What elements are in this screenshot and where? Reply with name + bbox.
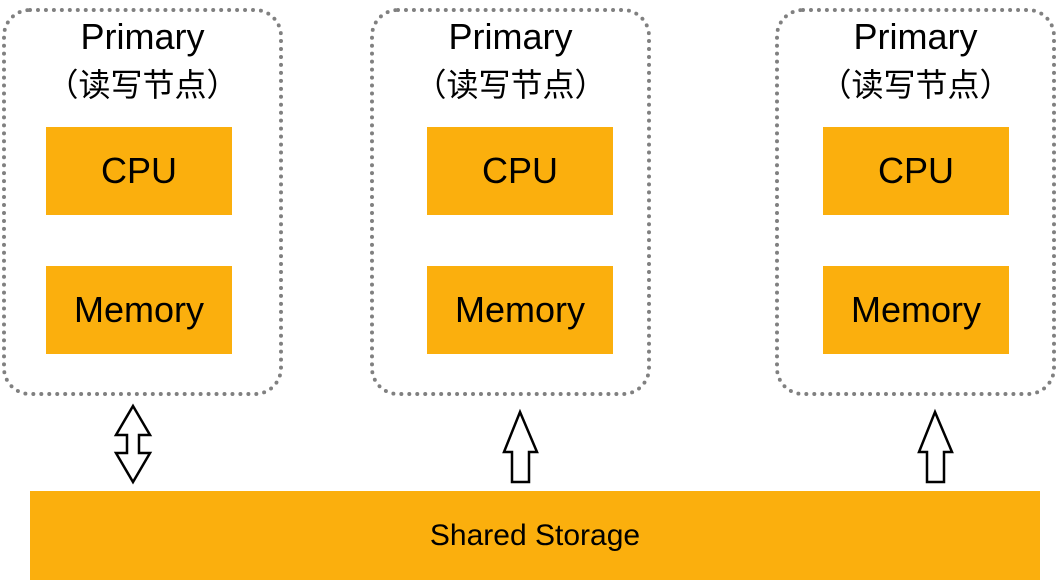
node-title: Primary: [853, 16, 978, 57]
cpu-block-3: CPU: [823, 127, 1009, 215]
node-subtitle: （读写节点）: [46, 66, 239, 104]
primary-node-1: Primary （读写节点）: [2, 8, 283, 396]
cpu-block-2: CPU: [427, 127, 613, 215]
bidirectional-arrow-icon: [113, 403, 153, 485]
up-arrow-icon: [917, 408, 954, 484]
up-arrow-icon: [502, 408, 539, 484]
node-title: Primary: [80, 16, 205, 57]
node-subtitle: （读写节点）: [819, 66, 1012, 104]
shared-storage: Shared Storage: [30, 491, 1040, 580]
shared-storage-label: Shared Storage: [429, 518, 641, 552]
primary-node-3: Primary （读写节点）: [775, 8, 1056, 396]
primary-node-2: Primary （读写节点）: [370, 8, 651, 396]
cpu-block-1: CPU: [46, 127, 232, 215]
node-title: Primary: [448, 16, 573, 57]
memory-block-1: Memory: [46, 266, 232, 354]
memory-block-3: Memory: [823, 266, 1009, 354]
memory-block-2: Memory: [427, 266, 613, 354]
node-subtitle: （读写节点）: [414, 66, 607, 104]
